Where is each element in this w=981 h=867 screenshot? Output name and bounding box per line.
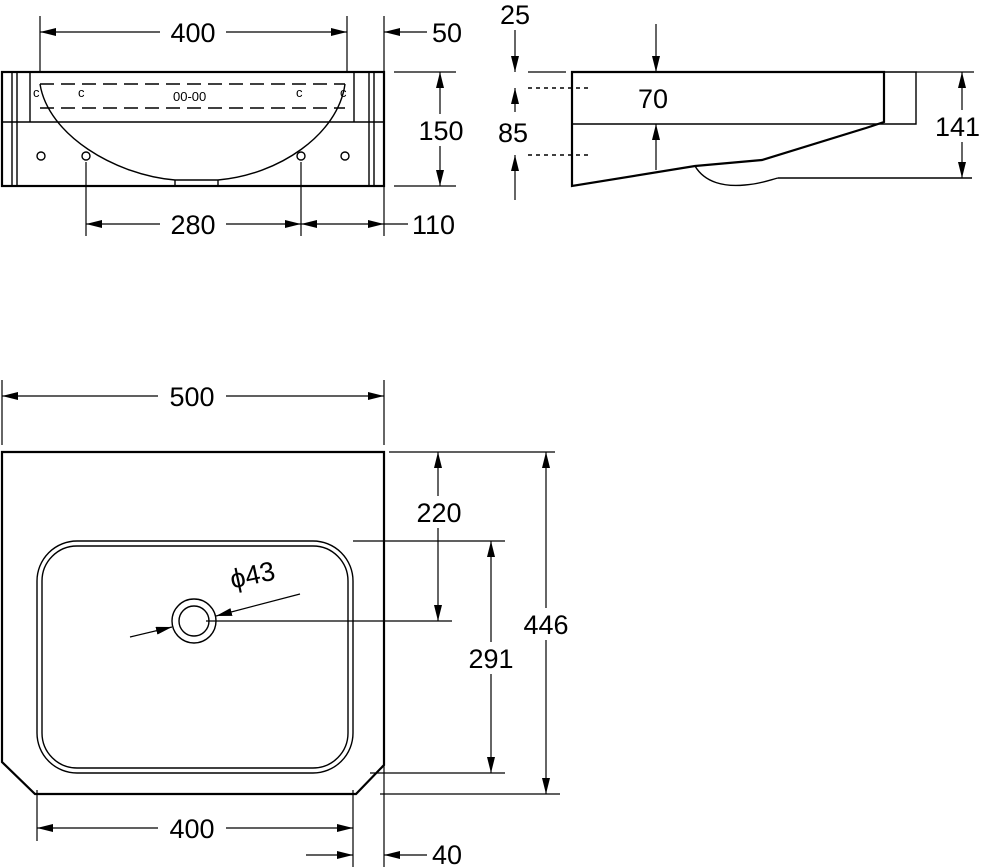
plan-view-bowl-outer (36, 540, 354, 774)
dim-front-width: 400 (170, 18, 215, 48)
dim-side-top: 25 (500, 0, 530, 30)
dim-plan-bowl-width: 400 (169, 814, 214, 844)
hook-icon: c (340, 85, 347, 100)
side-view: 25 70 85 141 (498, 0, 981, 200)
hook-icon: c (78, 85, 85, 100)
dim-side-total: 141 (935, 112, 980, 142)
dim-front-offset: 50 (432, 18, 462, 48)
dim-drain-diameter: ϕ43 (227, 556, 277, 595)
side-view-backsplash (884, 71, 917, 125)
mounting-hole-icon (340, 151, 350, 161)
dim-hole-spacing: 280 (170, 210, 215, 240)
side-view-bowl (694, 165, 779, 187)
mounting-hole-icon (36, 151, 46, 161)
plan-view-bowl-inner (41, 545, 349, 769)
side-view-outline (570, 70, 886, 188)
plan-view: ϕ43 500 220 291 446 400 40 (0, 378, 576, 867)
dim-hole-offset: 110 (412, 210, 455, 240)
front-view-bowl (39, 83, 346, 181)
front-view: c c c c 00-00 400 50 150 280 (0, 14, 468, 240)
front-view-outline (0, 70, 386, 188)
plan-view-outline (0, 450, 386, 796)
brand-mark: 00-00 (173, 89, 206, 104)
dim-side-lower: 85 (498, 118, 528, 148)
mounting-hole-icon (81, 151, 91, 161)
dim-side-rim: 70 (638, 84, 668, 114)
dim-front-height: 150 (418, 116, 463, 146)
hook-icon: c (33, 85, 40, 100)
dim-plan-bowl: 291 (468, 644, 513, 674)
mounting-hole-icon (296, 151, 306, 161)
drain-inner-icon (178, 605, 210, 637)
dim-plan-total-depth: 446 (523, 610, 568, 640)
dim-plan-chamfer: 40 (432, 840, 462, 867)
dim-plan-width: 500 (169, 382, 214, 412)
dim-plan-depth: 220 (416, 498, 461, 528)
hook-icon: c (296, 85, 303, 100)
